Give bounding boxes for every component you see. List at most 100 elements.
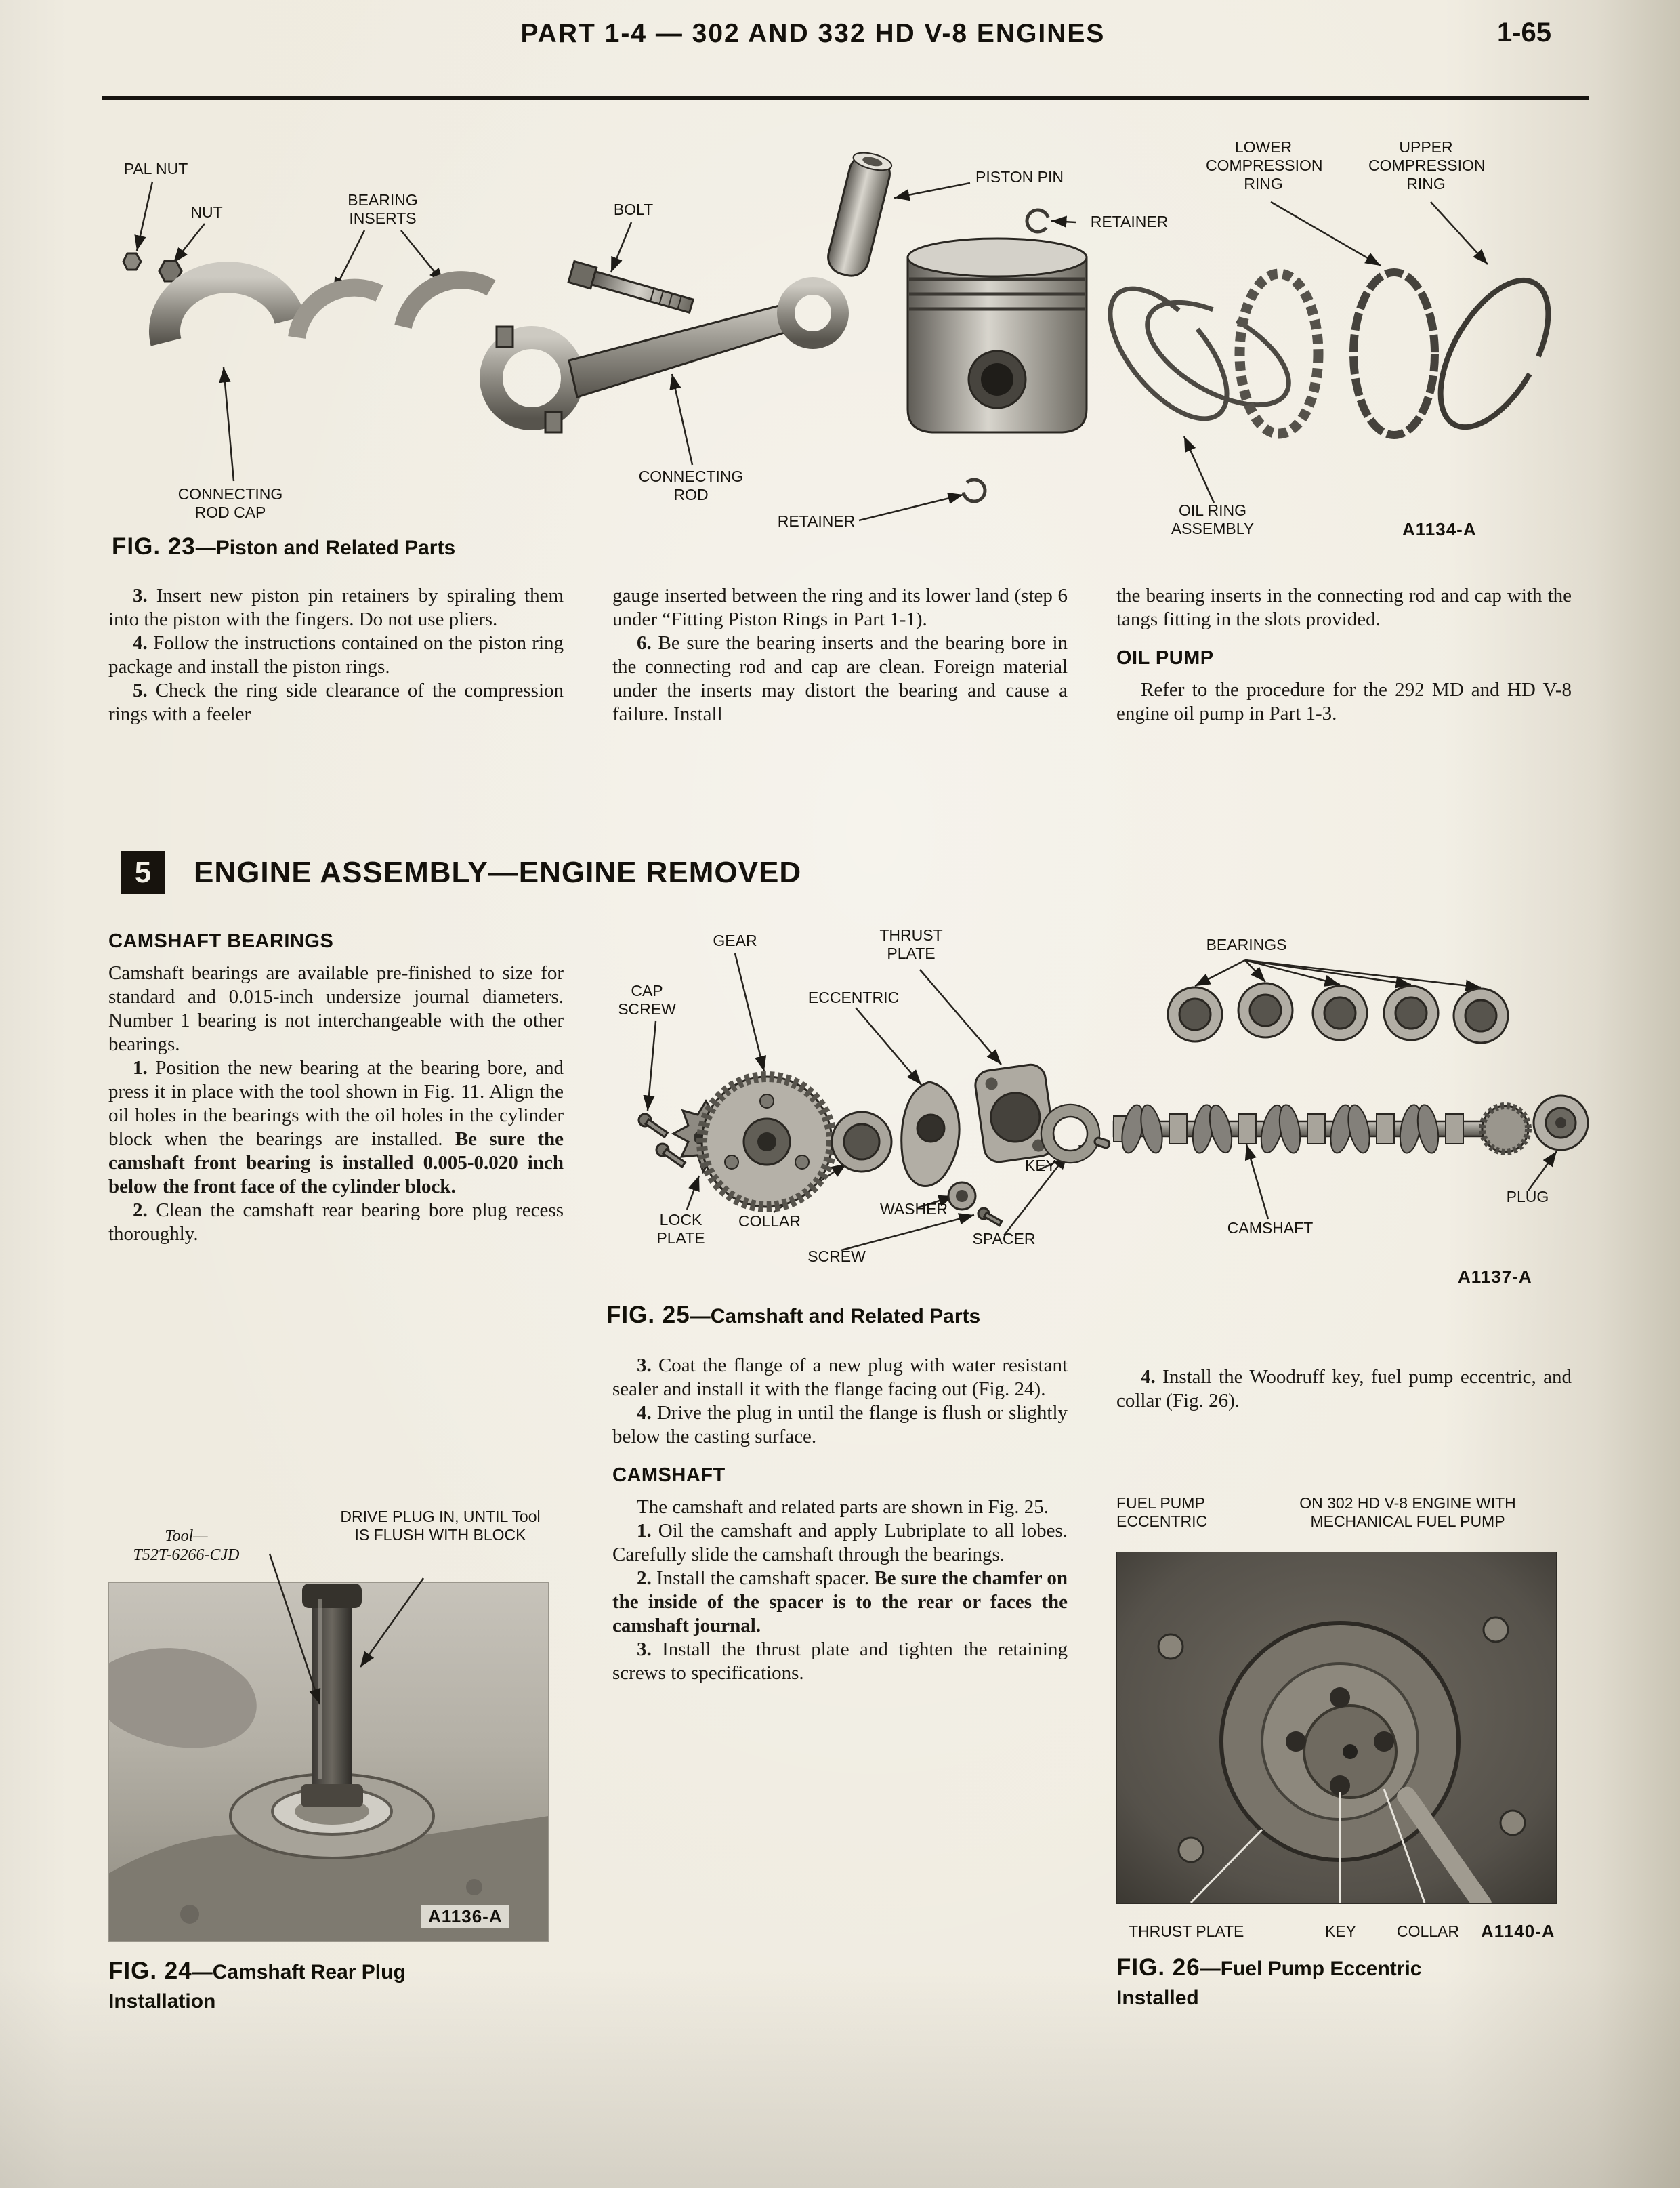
fig23-parts [122,152,1551,503]
bearing-part [1452,987,1509,1044]
bolt-head-shape [1177,1836,1204,1863]
step-text: gauge inserted between the ring and its … [612,585,1068,630]
gear-part [696,1071,837,1212]
fig24-label-drive-note: DRIVE PLUG IN, UNTIL Tool IS FLUSH WITH … [340,1508,541,1544]
fig25-label-plug: PLUG [1506,1188,1549,1205]
step-text: Clean the camshaft rear bearing bore plu… [108,1199,564,1245]
fig26-leader-lines [1190,1788,1426,1904]
step-paragraph: 3. Insert new piston pin retainers by sp… [108,584,564,632]
section-number-badge: 5 [121,851,165,894]
fig26-caption-title: —Fuel Pump Eccentric Installed [1116,1958,1422,2009]
step-paragraph: 4. Install the Woodruff key, fuel pump e… [1116,1365,1572,1413]
fig25-caption-number: FIG. 25 [606,1302,690,1328]
fig24-tool-line2: T52T-6266-CJD [133,1546,240,1564]
fig23-caption-number: FIG. 23 [112,533,196,560]
fig26-photo [1116,1552,1557,1904]
fig23-label-oil-ring-assembly: OIL RING ASSEMBLY [1171,501,1255,537]
header-rule [102,96,1589,100]
step-paragraph: gauge inserted between the ring and its … [612,584,1068,632]
fig24-caption-number: FIG. 24 [108,1958,192,1984]
fig25-label-eccentric: ECCENTRIC [807,989,900,1006]
step-text: Refer to the procedure for the 292 MD an… [1116,679,1572,724]
bearing-part [1311,985,1368,1041]
fig25-parts [637,982,1589,1227]
step-number: 4. [637,1402,652,1424]
section-banner: 5 ENGINE ASSEMBLY—ENGINE REMOVED [121,851,801,894]
fig23-label-connecting-rod: CONNECTING ROD [638,468,744,503]
step-paragraph: Camshaft bearings are available pre-fini… [108,962,564,1056]
connecting-rod-part [480,277,849,434]
step-text: Install the Woodruff key, fuel pump ecce… [1116,1366,1572,1411]
thrust-plate-part [974,1063,1055,1163]
step-text: Position the new bearing at the bearing … [108,1057,564,1150]
step-paragraph: Refer to the procedure for the 292 MD an… [1116,678,1572,726]
piston-part [906,237,1088,434]
fig25-artwork [637,953,1589,1252]
bearing-insert-part [288,278,383,339]
bearing-insert-part [394,271,496,329]
fig25-caption-title: —Camshaft and Related Parts [690,1305,981,1327]
fig23-label-lower-compression-ring: LOWER COMPRESSION RING [1206,138,1323,192]
piston-rings-part [1108,268,1551,439]
bolt-head-shape [1482,1616,1509,1643]
fig25-diagram: GEAR THRUST PLATE CAP SCREW ECCENTRIC BE… [596,918,1599,1298]
step-paragraph: 3. Install the thrust plate and tighten … [612,1638,1068,1685]
fig23-label-retainer-bottom: RETAINER [777,512,856,530]
step-bold-note: Be sure the camshaft front bearing is in… [108,1128,564,1197]
pal-nut-part [122,252,142,271]
fig26-label-thrust-plate: THRUST PLATE [1129,1922,1244,1940]
bearing-part [1237,982,1294,1039]
fig26-label-engine-note: ON 302 HD V-8 ENGINE WITH MECHANICAL FUE… [1299,1494,1516,1530]
fig25-label-bearings: BEARINGS [1206,936,1287,953]
camshaft-column: 3. Coat the flange of a new plug with wa… [612,1354,1068,1685]
heading-camshaft-bearings: CAMSHAFT BEARINGS [108,930,334,952]
step-paragraph: 4. Follow the instructions contained on … [108,632,564,679]
bolt-part [567,260,695,314]
section-title: ENGINE ASSEMBLY—ENGINE REMOVED [194,856,802,889]
washer-part [947,1181,977,1211]
key-part [1093,1136,1111,1149]
fig23-label-piston-pin: PISTON PIN [975,168,1064,186]
rod-cap-part [149,262,306,346]
step-paragraph: 6. Be sure the bearing inserts and the b… [612,632,1068,726]
step-bold-note: Be sure the chamfer on the inside of the… [612,1567,1068,1636]
fig26-label-key: KEY [1324,1922,1357,1940]
retainer-part [1025,208,1051,234]
step-number: 3. [133,585,148,606]
step-text: Oil the camshaft and apply Lubriplate to… [612,1520,1068,1565]
step-text: Install the camshaft spacer. [656,1567,875,1589]
fig25-ref-code: A1137-A [1458,1266,1532,1287]
fig24-label-tool: Tool— T52T-6266-CJD [108,1527,264,1565]
step-number: 4. [1141,1366,1156,1388]
fig24-leader-lines [268,1553,425,1705]
camshaft-bearings-column: CAMSHAFT BEARINGS Camshaft bearings are … [108,930,564,1246]
step-text: Insert new piston pin retainers by spira… [108,585,564,630]
fig25-caption: FIG. 25—Camshaft and Related Parts [606,1302,1121,1333]
camshaft-part [1112,1102,1532,1155]
eccentric-part [900,1081,961,1187]
bolt-head-shape [1499,1809,1526,1836]
step-paragraph: The camshaft and related parts are shown… [612,1495,1068,1519]
step-text: Drive the plug in until the flange is fl… [612,1402,1068,1447]
step-text: the bearing inserts in the connecting ro… [1116,585,1572,630]
fig26-ref-code: A1140-A [1481,1921,1555,1941]
step-number: 3. [637,1638,652,1660]
fig23-label-bolt: BOLT [613,201,654,218]
fig25-label-lock-plate: LOCK PLATE [656,1211,705,1247]
step-text: Follow the instructions contained on the… [108,632,564,678]
plug-part [1532,1094,1589,1151]
fig25-label-screw: SCREW [807,1247,866,1265]
fig23-caption-title: —Piston and Related Parts [195,537,456,559]
step-paragraph: 1. Oil the camshaft and apply Lubriplate… [612,1519,1068,1567]
fig23-ref-code: A1134-A [1402,519,1477,539]
step-number: 2. [133,1199,148,1221]
step-number: 5. [133,680,148,701]
woodruff-key-column: 4. Install the Woodruff key, fuel pump e… [1116,1365,1572,1413]
fig23-label-upper-compression-ring: UPPER COMPRESSION RING [1368,138,1486,192]
step-number: 6. [637,632,652,654]
fig24-caption-title: —Camshaft Rear Plug Installation [108,1961,406,2012]
hand-shape [108,1648,257,1748]
bolt-head-shape [1157,1633,1184,1660]
retainer-part [961,478,987,503]
fig25-label-cap-screw: CAP SCREW [618,982,676,1018]
